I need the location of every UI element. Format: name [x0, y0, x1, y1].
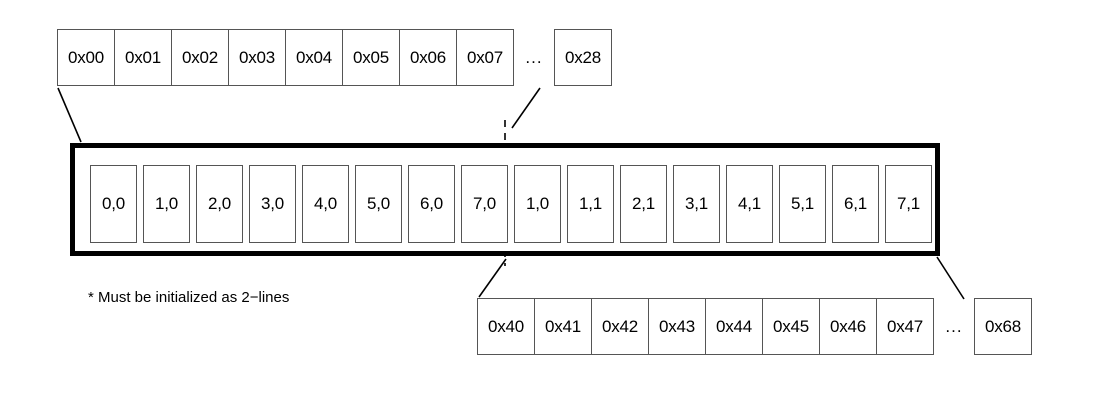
cache-cell: 7,1: [885, 165, 932, 243]
cache-cell: 5,0: [355, 165, 402, 243]
leader-line-top-right: [511, 87, 541, 129]
cache-cell: 3,1: [673, 165, 720, 243]
bottom-address-cell: 0x40: [477, 298, 535, 355]
bottom-address-ellipsis: ...: [945, 316, 963, 336]
bottom-address-cell: 0x43: [648, 298, 706, 355]
top-address-row: 0x00 0x01 0x02 0x03 0x04 0x05 0x06 0x07 …: [57, 29, 612, 86]
top-address-cell: 0x00: [57, 29, 115, 86]
cache-box: 0,0 1,0 2,0 3,0 4,0 5,0 6,0 7,0 1,0 1,1 …: [70, 143, 940, 256]
bottom-address-cell: 0x41: [534, 298, 592, 355]
cache-cell: 0,0: [90, 165, 137, 243]
cache-cell: 1,0: [514, 165, 561, 243]
top-address-cell: 0x03: [228, 29, 286, 86]
bottom-address-last-cell: 0x68: [974, 298, 1032, 355]
top-address-cell: 0x05: [342, 29, 400, 86]
top-address-ellipsis: ...: [525, 47, 543, 67]
cache-cell-strip: 0,0 1,0 2,0 3,0 4,0 5,0 6,0 7,0 1,0 1,1 …: [90, 165, 932, 243]
leader-line-bottom-left: [478, 258, 507, 298]
cache-cell: 3,0: [249, 165, 296, 243]
cache-cell: 5,1: [779, 165, 826, 243]
cache-cell: 2,1: [620, 165, 667, 243]
cache-cell: 7,0: [461, 165, 508, 243]
cache-cell: 6,0: [408, 165, 455, 243]
footnote-text: * Must be initialized as 2−lines: [88, 289, 290, 306]
cache-cell: 1,0: [143, 165, 190, 243]
cache-cell: 6,1: [832, 165, 879, 243]
leader-line-top-left: [57, 87, 82, 143]
bottom-address-cell: 0x45: [762, 298, 820, 355]
top-address-cell: 0x07: [456, 29, 514, 86]
bottom-address-cell: 0x47: [876, 298, 934, 355]
top-address-cell: 0x06: [399, 29, 457, 86]
cache-cell: 4,1: [726, 165, 773, 243]
top-address-cell: 0x01: [114, 29, 172, 86]
top-address-cell: 0x02: [171, 29, 229, 86]
bottom-address-row: 0x40 0x41 0x42 0x43 0x44 0x45 0x46 0x47 …: [477, 298, 1032, 355]
bottom-address-cell: 0x44: [705, 298, 763, 355]
top-address-cell: 0x04: [285, 29, 343, 86]
bottom-address-cell: 0x46: [819, 298, 877, 355]
cache-cell: 2,0: [196, 165, 243, 243]
leader-line-bottom-right: [936, 256, 965, 300]
top-address-last-cell: 0x28: [554, 29, 612, 86]
cache-cell: 4,0: [302, 165, 349, 243]
cache-cell: 1,1: [567, 165, 614, 243]
bottom-address-cell: 0x42: [591, 298, 649, 355]
